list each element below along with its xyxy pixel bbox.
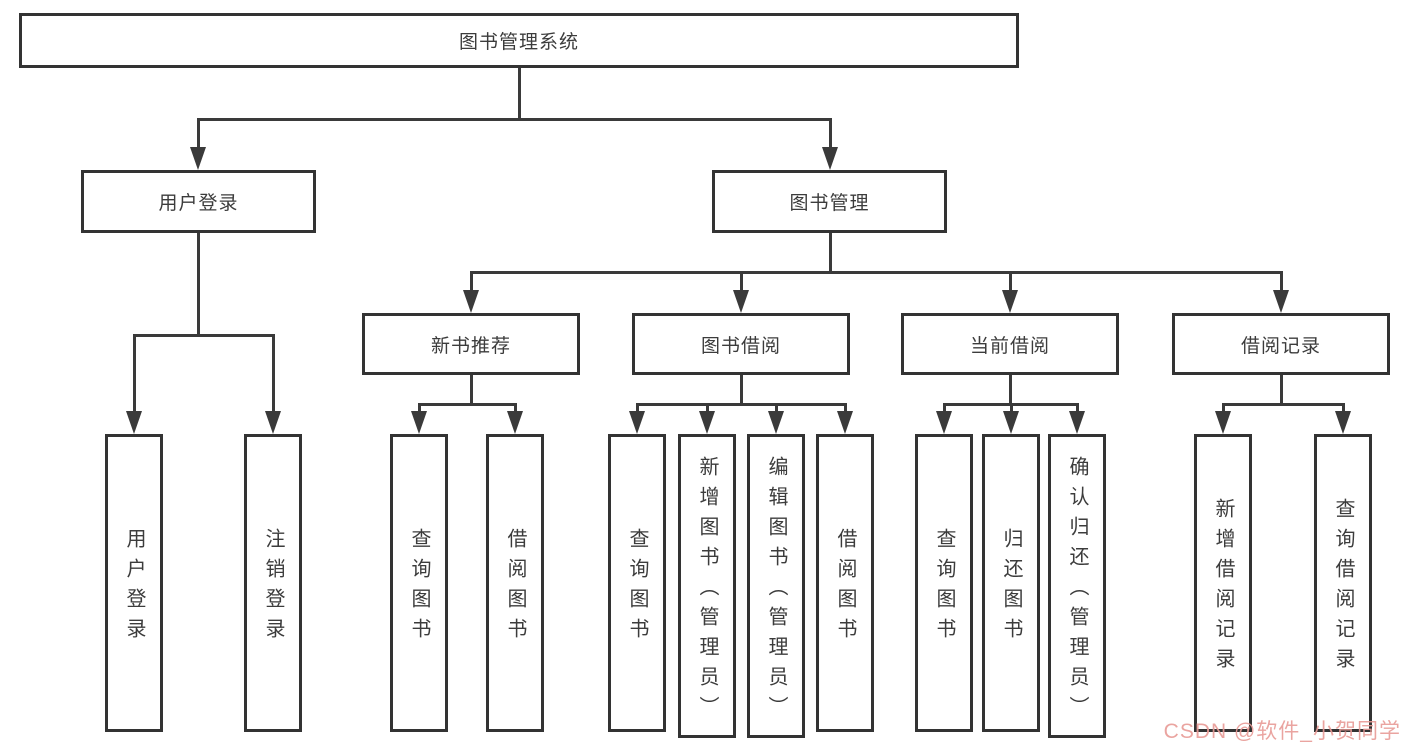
- arrowhead-down-icon: [629, 411, 645, 434]
- arrowhead-down-icon: [837, 411, 853, 434]
- leaf-label: 新增借阅记录: [1212, 498, 1234, 678]
- leaf-borrow-edit-books-admin: 编辑图书（管理员）: [747, 434, 805, 738]
- connector-line: [829, 233, 832, 274]
- connector-line: [470, 271, 1283, 274]
- arrowhead-down-icon: [1273, 290, 1289, 313]
- connector-line: [740, 375, 743, 406]
- arrowhead-down-icon: [699, 411, 715, 434]
- connector-line: [133, 334, 136, 414]
- connector-line: [1280, 271, 1283, 295]
- connector-line: [272, 334, 275, 414]
- leaf-records-add-record: 新增借阅记录: [1194, 434, 1252, 732]
- connector-line: [636, 403, 847, 406]
- connector-line: [418, 403, 517, 406]
- connector-line: [740, 271, 743, 295]
- connector-line: [1222, 403, 1225, 415]
- arrowhead-down-icon: [768, 411, 784, 434]
- arrowhead-down-icon: [507, 411, 523, 434]
- connector-line: [1222, 403, 1345, 406]
- leaf-label: 查询借阅记录: [1332, 498, 1354, 678]
- leaf-user-login: 用户登录: [105, 434, 163, 732]
- leaf-records-query-record: 查询借阅记录: [1314, 434, 1372, 732]
- arrowhead-down-icon: [1069, 411, 1085, 434]
- connector-line: [1009, 375, 1012, 406]
- leaf-borrow-query-books: 查询图书: [608, 434, 666, 732]
- csdn-watermark: CSDN @软件_小贺同学: [1163, 720, 1401, 743]
- connector-line: [418, 403, 421, 415]
- connector-line: [133, 334, 275, 337]
- leaf-logout: 注销登录: [244, 434, 302, 732]
- leaf-label: 查询图书: [933, 528, 955, 648]
- connector-line: [1010, 403, 1013, 415]
- leaf-recommend-borrow-books: 借阅图书: [486, 434, 544, 732]
- leaf-label: 查询图书: [408, 528, 430, 648]
- arrowhead-down-icon: [265, 411, 281, 434]
- node-book-borrow: 图书借阅: [632, 313, 850, 375]
- connector-line: [829, 118, 832, 150]
- leaf-current-query-books: 查询图书: [915, 434, 973, 732]
- connector-line: [775, 403, 778, 415]
- connector-line: [470, 375, 473, 406]
- node-borrow-records: 借阅记录: [1172, 313, 1390, 375]
- arrowhead-down-icon: [190, 147, 206, 170]
- arrowhead-down-icon: [1335, 411, 1351, 434]
- leaf-label: 用户登录: [123, 528, 145, 648]
- leaf-label: 借阅图书: [504, 528, 526, 648]
- connector-line: [1076, 403, 1079, 415]
- node-label: 图书借阅: [700, 335, 781, 357]
- node-label: 新书推荐: [430, 335, 511, 357]
- node-label: 图书管理: [789, 193, 870, 214]
- connector-line: [706, 403, 709, 415]
- connector-line: [197, 118, 832, 121]
- leaf-label: 归还图书: [1000, 528, 1022, 648]
- connector-line: [470, 271, 473, 295]
- arrowhead-down-icon: [733, 290, 749, 313]
- connector-line: [197, 233, 200, 337]
- arrowhead-down-icon: [411, 411, 427, 434]
- connector-line: [197, 118, 200, 150]
- connector-line: [1342, 403, 1345, 415]
- leaf-label: 确认归还（管理员）: [1066, 456, 1088, 726]
- leaf-label: 编辑图书（管理员）: [765, 456, 787, 726]
- leaf-borrow-borrow-books: 借阅图书: [816, 434, 874, 732]
- arrowhead-down-icon: [936, 411, 952, 434]
- leaf-current-return-books: 归还图书: [982, 434, 1040, 732]
- connector-line: [1280, 375, 1283, 406]
- connector-line: [636, 403, 639, 415]
- node-label: 用户登录: [158, 193, 239, 214]
- leaf-current-confirm-return-admin: 确认归还（管理员）: [1048, 434, 1106, 738]
- arrowhead-down-icon: [1003, 411, 1019, 434]
- leaf-borrow-add-books-admin: 新增图书（管理员）: [678, 434, 736, 738]
- connector-line: [943, 403, 946, 415]
- node-new-book-recommend: 新书推荐: [362, 313, 580, 375]
- node-label: 当前借阅: [969, 335, 1050, 357]
- node-user-login: 用户登录: [81, 170, 316, 233]
- arrowhead-down-icon: [463, 290, 479, 313]
- node-library-management-system: 图书管理系统: [19, 13, 1019, 68]
- arrowhead-down-icon: [1215, 411, 1231, 434]
- connector-line: [514, 403, 517, 415]
- node-book-management: 图书管理: [712, 170, 947, 233]
- connector-line: [844, 403, 847, 415]
- arrowhead-down-icon: [1002, 290, 1018, 313]
- connector-line: [518, 68, 521, 121]
- arrowhead-down-icon: [126, 411, 142, 434]
- arrowhead-down-icon: [822, 147, 838, 170]
- node-label: 借阅记录: [1240, 335, 1321, 357]
- leaf-label: 查询图书: [626, 528, 648, 648]
- leaf-recommend-query-books: 查询图书: [390, 434, 448, 732]
- leaf-label: 借阅图书: [834, 528, 856, 648]
- connector-line: [1009, 271, 1012, 295]
- node-current-borrow: 当前借阅: [901, 313, 1119, 375]
- node-label: 图书管理系统: [458, 32, 579, 53]
- leaf-label: 注销登录: [262, 528, 284, 648]
- leaf-label: 新增图书（管理员）: [696, 456, 718, 726]
